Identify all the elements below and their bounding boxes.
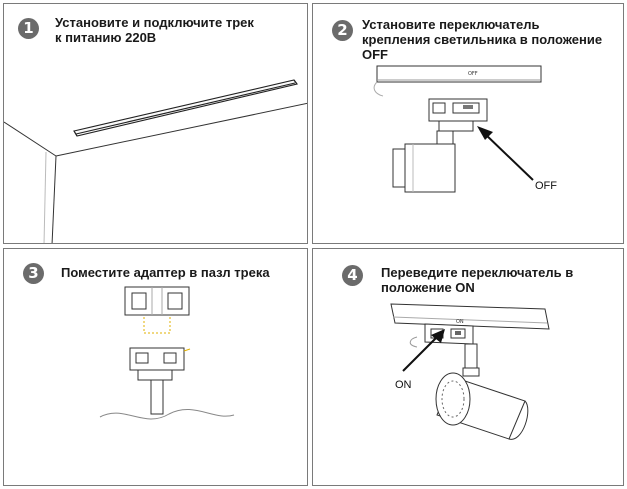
step-number-badge: 1 [18, 18, 39, 39]
step-2-panel: 2 Установите переключатель крепления све… [312, 3, 624, 244]
spotlight-head [392, 143, 456, 193]
switch-on-illustration [390, 303, 550, 440]
step-2-line-3: OFF [362, 47, 388, 62]
step-4-line-2: положение ON [381, 280, 475, 295]
track-profile [124, 286, 190, 316]
track-on-ceiling-illustration [4, 79, 307, 243]
track-adapter [129, 347, 191, 381]
track-bar-perspective [390, 303, 550, 330]
step-4-instruction: Переведите переключатель в положение ON [381, 265, 573, 295]
step-1-line-2: к питанию 220В [55, 30, 157, 45]
step-2-instruction: Установите переключатель крепления свети… [362, 17, 602, 62]
step-number-badge: 3 [23, 263, 44, 284]
step-2-line-1: Установите переключатель [362, 17, 540, 32]
wall-corner-line [51, 155, 57, 243]
on-callout-label: ON [395, 379, 412, 391]
step-4-panel: 4 Переведите переключатель в положение O… [312, 248, 624, 486]
insertion-guides [143, 317, 171, 334]
track-adapter [428, 98, 488, 132]
step-1-panel: 1 Установите и подключите трек к питанию… [3, 3, 308, 244]
pointer-arrow [402, 329, 445, 372]
switch-off-illustration [373, 65, 542, 193]
switch-on-marking: ON [456, 319, 464, 325]
pointer-arrow [477, 126, 534, 181]
adapter-insertion-illustration [99, 286, 235, 420]
step-3-instruction: Поместите адаптер в пазл трека [61, 265, 270, 280]
track-bar [376, 65, 542, 83]
track-rail [73, 79, 298, 137]
off-callout-label: OFF [535, 180, 557, 192]
spotlight-cylinder [435, 372, 529, 440]
step-3-panel: 3 Поместите адаптер в пазл трека [3, 248, 308, 486]
step-2-line-2: крепления светильника в положение [362, 32, 603, 47]
step-1-line-1: Установите и подключите трек [55, 15, 254, 30]
ceiling-wall-edge [55, 102, 307, 157]
step-4-line-1: Переведите переключатель в [381, 265, 574, 280]
step-3-line-1: Поместите адаптер в пазл трека [61, 265, 270, 280]
step-1-instruction: Установите и подключите трек к питанию 2… [55, 15, 254, 45]
ceiling-corner-line [4, 121, 57, 157]
step-number-badge: 2 [332, 20, 353, 41]
track-off-marking: OFF [468, 71, 478, 77]
step-number-badge: 4 [342, 265, 363, 286]
